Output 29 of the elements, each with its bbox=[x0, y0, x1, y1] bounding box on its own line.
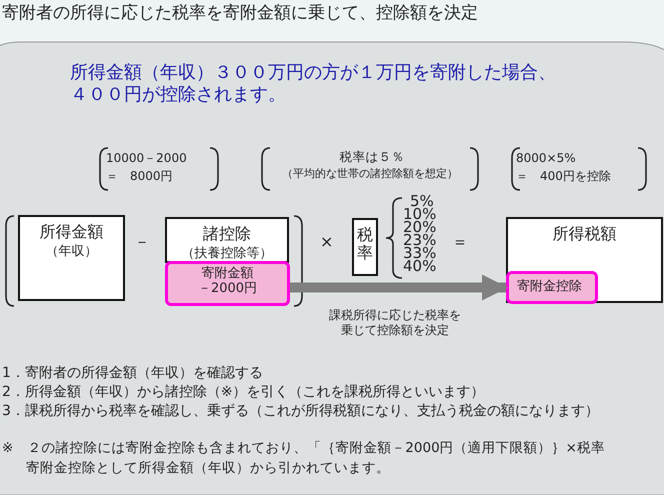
tax-rate-box: 税率 bbox=[352, 218, 378, 276]
income-box: 所得金額 （年収） bbox=[18, 215, 125, 301]
edge-label: 課税所得に応じた税率を乗じて控除額を決定 bbox=[328, 308, 462, 338]
income-tax-box: 所得税額 寄附金控除 bbox=[506, 217, 663, 303]
calculation-note: 10000－2000 ＝ 8000円 bbox=[106, 150, 188, 185]
rate-value: 20% bbox=[403, 220, 436, 234]
step-text: 2．所得金額（年収）から諸控除（※）を引く（これを課税所得といいます） bbox=[2, 383, 485, 401]
step-text: 1．寄附者の所得金額（年収）を確認する bbox=[2, 364, 263, 382]
rate-value: 33% bbox=[403, 246, 436, 260]
donation-deduction-box: 寄附金控除 bbox=[506, 271, 598, 304]
operator: ＝ bbox=[452, 232, 468, 252]
donation-box: 寄附金額－2000円 bbox=[165, 261, 290, 306]
rate-note: （平均的な世帯の諸控除額を想定） bbox=[281, 166, 459, 181]
calculation-note: 8000×5% bbox=[516, 150, 576, 167]
step-text: 3．課税所得から税率を確認し、乗ずる（これが所得税額になり、支払う税金の額になります） bbox=[2, 402, 599, 420]
rate-value: 23% bbox=[403, 233, 436, 247]
rate-value: 5% bbox=[410, 194, 434, 208]
note-text: ※ ２の諸控除には寄附金控除も含まれており、「｛寄附金額－2000円（適用下限額）｝×税率 bbox=[2, 440, 605, 458]
title: 寄附者の所得に応じた税率を寄附金額に乗じて、控除額を決定 bbox=[2, 2, 478, 24]
note-text: 寄附金控除として所得金額（年収）から引かれています。 bbox=[26, 460, 390, 478]
arrow bbox=[290, 274, 508, 300]
rate-note: 税率は５％ bbox=[338, 149, 406, 166]
calculation-note: ＝ 400円を控除 bbox=[516, 168, 611, 185]
operator: － bbox=[134, 232, 150, 252]
operator: × bbox=[320, 232, 334, 252]
headline: 所得金額（年収）３００万円の方が１万円を寄附した場合、４００円が控除されます。 bbox=[70, 62, 557, 106]
rate-value: 10% bbox=[403, 207, 436, 221]
rate-value: 40% bbox=[403, 259, 436, 273]
deduction-box: 諸控除 （扶養控除等） bbox=[165, 217, 289, 263]
